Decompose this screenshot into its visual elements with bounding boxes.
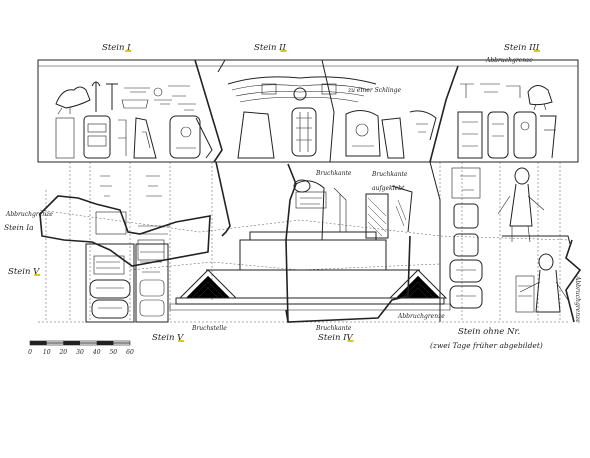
label-stein-3-highlight <box>533 50 540 52</box>
annotation-abbruchgrenze-far-right: Abbruchgrenze <box>574 275 581 323</box>
label-stein-ohne-subtitle: (zwei Tage früher abgebildet) <box>430 341 543 350</box>
annotations: Bruchstelle Bruchkante Bruchkante Abbruc… <box>5 57 581 332</box>
label-stein-1: Stein I <box>102 43 131 53</box>
scale-tick-50: 50 <box>109 349 117 356</box>
annotation-aufgeklebt: aufgeklebt <box>372 185 405 192</box>
label-stein-1-highlight <box>125 50 132 52</box>
mid-left-columns <box>100 175 476 197</box>
annotation-bruchkante-mid: Bruchkante <box>371 171 408 178</box>
label-stein-5-left: Stein V <box>8 267 40 277</box>
stein-1a-fragment <box>39 195 211 267</box>
scale-bar: 0 10 20 30 40 50 60 <box>28 340 134 356</box>
label-stein-4-highlight <box>347 340 354 342</box>
label-stein-4: Stein IV <box>318 333 354 343</box>
label-stein-5-left-highlight <box>34 274 41 276</box>
central-shrine <box>169 161 451 323</box>
annotation-bruchstelle: Bruchstelle <box>191 325 227 332</box>
scale-tick-20: 20 <box>58 349 67 356</box>
scale-tick-30: 30 <box>76 349 84 356</box>
annotation-zu-einer-schlinge: zu einer Schlinge <box>347 87 401 94</box>
label-stein-5-bottom: Stein V <box>152 333 184 343</box>
winged-sun-disk <box>227 76 377 103</box>
scale-tick-10: 10 <box>43 349 51 356</box>
label-stein-2: Stein II <box>254 43 287 53</box>
central-cartouches <box>237 107 437 159</box>
scale-tick-0: 0 <box>28 349 32 356</box>
annotation-bruchkante-top: Bruchkante <box>315 170 352 177</box>
scale-tick-60: 60 <box>126 349 134 356</box>
hieroglyph-block-right <box>457 83 557 159</box>
annotation-bruchkante-bottom: Bruchkante <box>315 325 352 332</box>
hieroglyph-block-left <box>55 81 213 159</box>
annotation-abbruchgrenze-bottom-right: Abbruchgrenze <box>397 313 445 320</box>
label-stein-ohne-nr: Stein ohne Nr. <box>458 327 520 337</box>
stein-5-panel <box>85 243 169 323</box>
scale-tick-40: 40 <box>92 349 101 356</box>
stone-labels: Stein I Stein II Stein III Stein IV Stei… <box>4 43 543 350</box>
label-stein-2-highlight <box>280 50 287 52</box>
label-stein-5-bottom-highlight <box>178 340 185 342</box>
annotation-abbruchgrenze-left: Abbruchgrenze <box>5 211 53 218</box>
annotation-abbruchgrenze-right: Abbruchgrenze <box>485 57 533 64</box>
label-stein-3: Stein III <box>504 43 540 53</box>
label-stein-1a: Stein Ia <box>4 223 34 232</box>
right-lower-panel <box>429 161 582 323</box>
